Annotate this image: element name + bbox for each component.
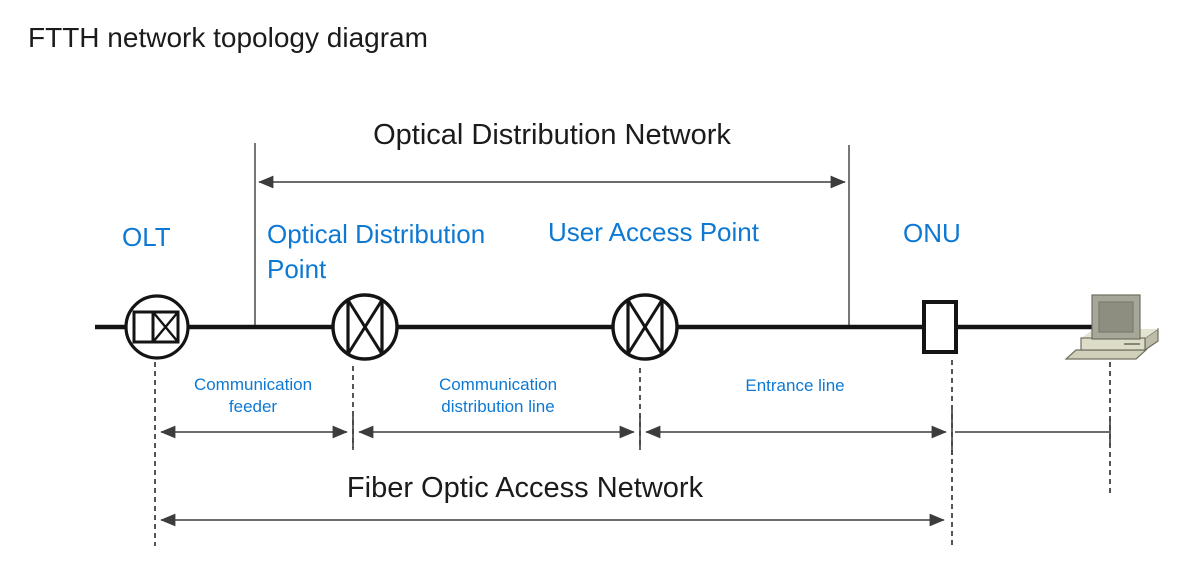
odp-splice-closure-symbol <box>331 293 399 361</box>
computer-icon <box>1064 294 1159 360</box>
olt-circle-symbol <box>124 294 190 360</box>
uap-label: User Access Point <box>548 217 759 247</box>
segment-arrows <box>160 410 1111 455</box>
odn-span-label: Optical Distribution Network <box>373 119 731 151</box>
odp-label: Optical Distribution Point <box>267 219 486 284</box>
diagram-title: FTTH network topology diagram <box>28 22 428 53</box>
uap-splice-closure-symbol <box>611 293 679 361</box>
communication-distribution-line-label: Communication distribution line <box>438 375 558 416</box>
entrance-line-label: Entrance line <box>745 376 845 395</box>
onu-terminal-box-symbol <box>922 300 958 354</box>
foan-span-label: Fiber Optic Access Network <box>346 472 704 504</box>
communication-feeder-label: Communication feeder <box>193 375 313 416</box>
onu-label: ONU <box>903 218 961 248</box>
olt-label: OLT <box>122 222 171 252</box>
odn-extent-lines <box>254 143 850 327</box>
